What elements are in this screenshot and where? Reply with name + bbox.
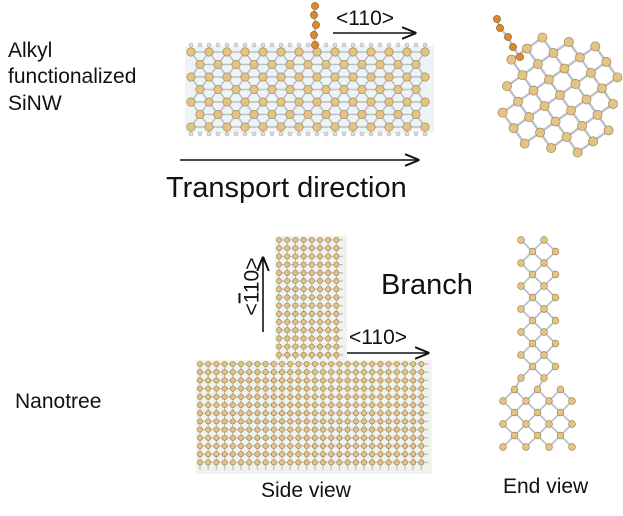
sinw-end-view-lattice xyxy=(497,32,623,158)
label-direction-110-top: <110> xyxy=(336,7,395,30)
label-direction-vertical: <110> xyxy=(240,257,264,316)
nanotree-side-view-lattice xyxy=(196,236,432,474)
label-branch: Branch xyxy=(381,269,473,301)
label-nanotree: Nanotree xyxy=(15,390,102,413)
sinw-side-view-lattice xyxy=(185,42,434,137)
label-side-view: Side view xyxy=(261,479,351,502)
label-end-view: End view xyxy=(503,475,589,498)
label-transport-direction: Transport direction xyxy=(166,172,407,204)
nanotree-end-view-lattice xyxy=(499,236,576,451)
label-direction-110-bottom: <110> xyxy=(349,326,408,349)
alkyl-chains xyxy=(310,2,524,61)
label-alkyl-sinw: Alkyl functionalized SiNW xyxy=(8,39,137,115)
